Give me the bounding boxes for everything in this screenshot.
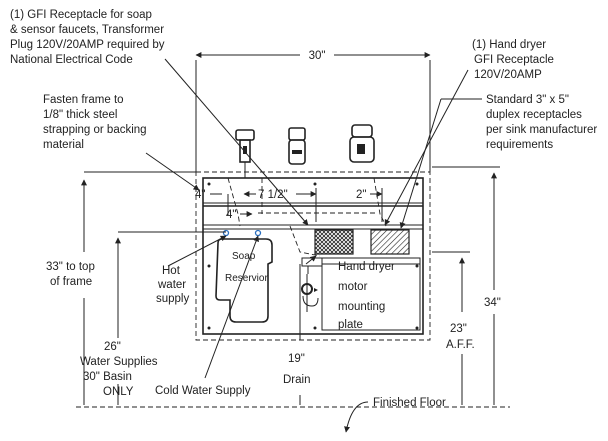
svg-text:Fasten frame to: Fasten frame to [43,94,124,106]
width-dimension: 30" [195,50,431,172]
leader-lines [145,58,482,379]
svg-text:& sensor faucets, Transformer: & sensor faucets, Transformer [10,24,164,36]
svg-text:33" to top: 33" to top [46,261,95,273]
width-30-label: 30" [309,50,326,62]
svg-text:requirements: requirements [486,139,553,151]
hand-dryer-gfi-label: (1) Hand dryer GFI Receptacle 120V/20AMP [472,39,554,81]
hand-dryer-plate [321,257,421,331]
dim-7-half: 7 1/2" [258,189,288,201]
svg-text:per sink manufacturer: per sink manufacturer [486,124,597,136]
vertical-dimensions [81,166,500,405]
hand-dryer-fixture [349,124,375,163]
soap-reservoir-label-2: Reservior [225,273,268,284]
gfi-soap-label: (1) GFI Receptacle for soap & sensor fau… [10,9,165,66]
svg-text:mounting: mounting [338,301,385,313]
svg-text:30" Basin: 30" Basin [83,371,132,383]
svg-text:duplex receptacles: duplex receptacles [486,109,582,121]
dim-4-lower: 4" [226,209,236,221]
svg-text:National Electrical Code: National Electrical Code [10,54,133,66]
drain [301,257,323,312]
standard-receptacle-label: Standard 3" x 5" duplex receptacles per … [486,94,597,151]
svg-text:Hand dryer: Hand dryer [338,261,395,273]
finished-floor-label: Finished Floor [373,397,446,409]
svg-text:strapping or backing: strapping or backing [43,124,147,136]
basin-outline [227,177,387,257]
svg-text:plate: plate [338,319,363,331]
soap-reservoir-label-1: Soap [232,251,256,262]
svg-text:Water Supplies: Water Supplies [80,356,158,368]
hand-dryer-plate-label: Hand dryer motor mounting plate [338,261,395,331]
height-34-label: 34" [484,297,501,309]
cold-water-supply-point [254,229,262,237]
svg-text:19": 19" [288,353,305,365]
svg-text:26": 26" [104,341,121,353]
svg-text:1/8" thick steel: 1/8" thick steel [43,109,117,121]
hot-water-label: Hot water supply [156,265,189,305]
cold-water-label: Cold Water Supply [155,385,251,397]
svg-text:motor: motor [338,281,368,293]
svg-text:GFI Receptacle: GFI Receptacle [474,54,554,66]
svg-text:Standard 3" x 5": Standard 3" x 5" [486,94,569,106]
duplex-receptacle-box [370,229,410,255]
svg-text:water: water [157,279,186,291]
aff-label: 23" A.F.F. [446,323,475,351]
svg-text:120V/20AMP: 120V/20AMP [474,69,542,81]
svg-text:Drain: Drain [283,374,310,386]
svg-text:23": 23" [450,323,467,335]
water-supplies-label: 26" Water Supplies 30" Basin ONLY [80,341,158,398]
dim-4-upper: 4" [195,189,205,201]
dim-2: 2" [356,189,366,201]
svg-text:(1) Hand dryer: (1) Hand dryer [472,39,546,51]
hot-water-supply-point [222,229,230,237]
soap-dispenser-fixture [288,127,306,165]
finished-floor [76,401,510,433]
faucet-left [235,129,255,178]
svg-text:A.F.F.: A.F.F. [446,339,475,351]
inner-dimensions: 4" 7 1/2" 2" 4" [195,188,383,222]
top-of-frame-label: 33" to top of frame [46,261,95,288]
svg-text:(1) GFI Receptacle for soap: (1) GFI Receptacle for soap [10,9,152,21]
drain-label: 19" Drain [283,353,310,386]
svg-text:material: material [43,139,84,151]
svg-text:of frame: of frame [50,276,92,288]
fasten-frame-label: Fasten frame to 1/8" thick steel strappi… [43,94,147,151]
svg-text:supply: supply [156,293,189,305]
svg-text:ONLY: ONLY [103,386,134,398]
svg-text:Hot: Hot [162,265,181,277]
gfi-receptacle-box [314,229,354,255]
svg-text:Plug 120V/20AMP required by: Plug 120V/20AMP required by [10,39,165,51]
